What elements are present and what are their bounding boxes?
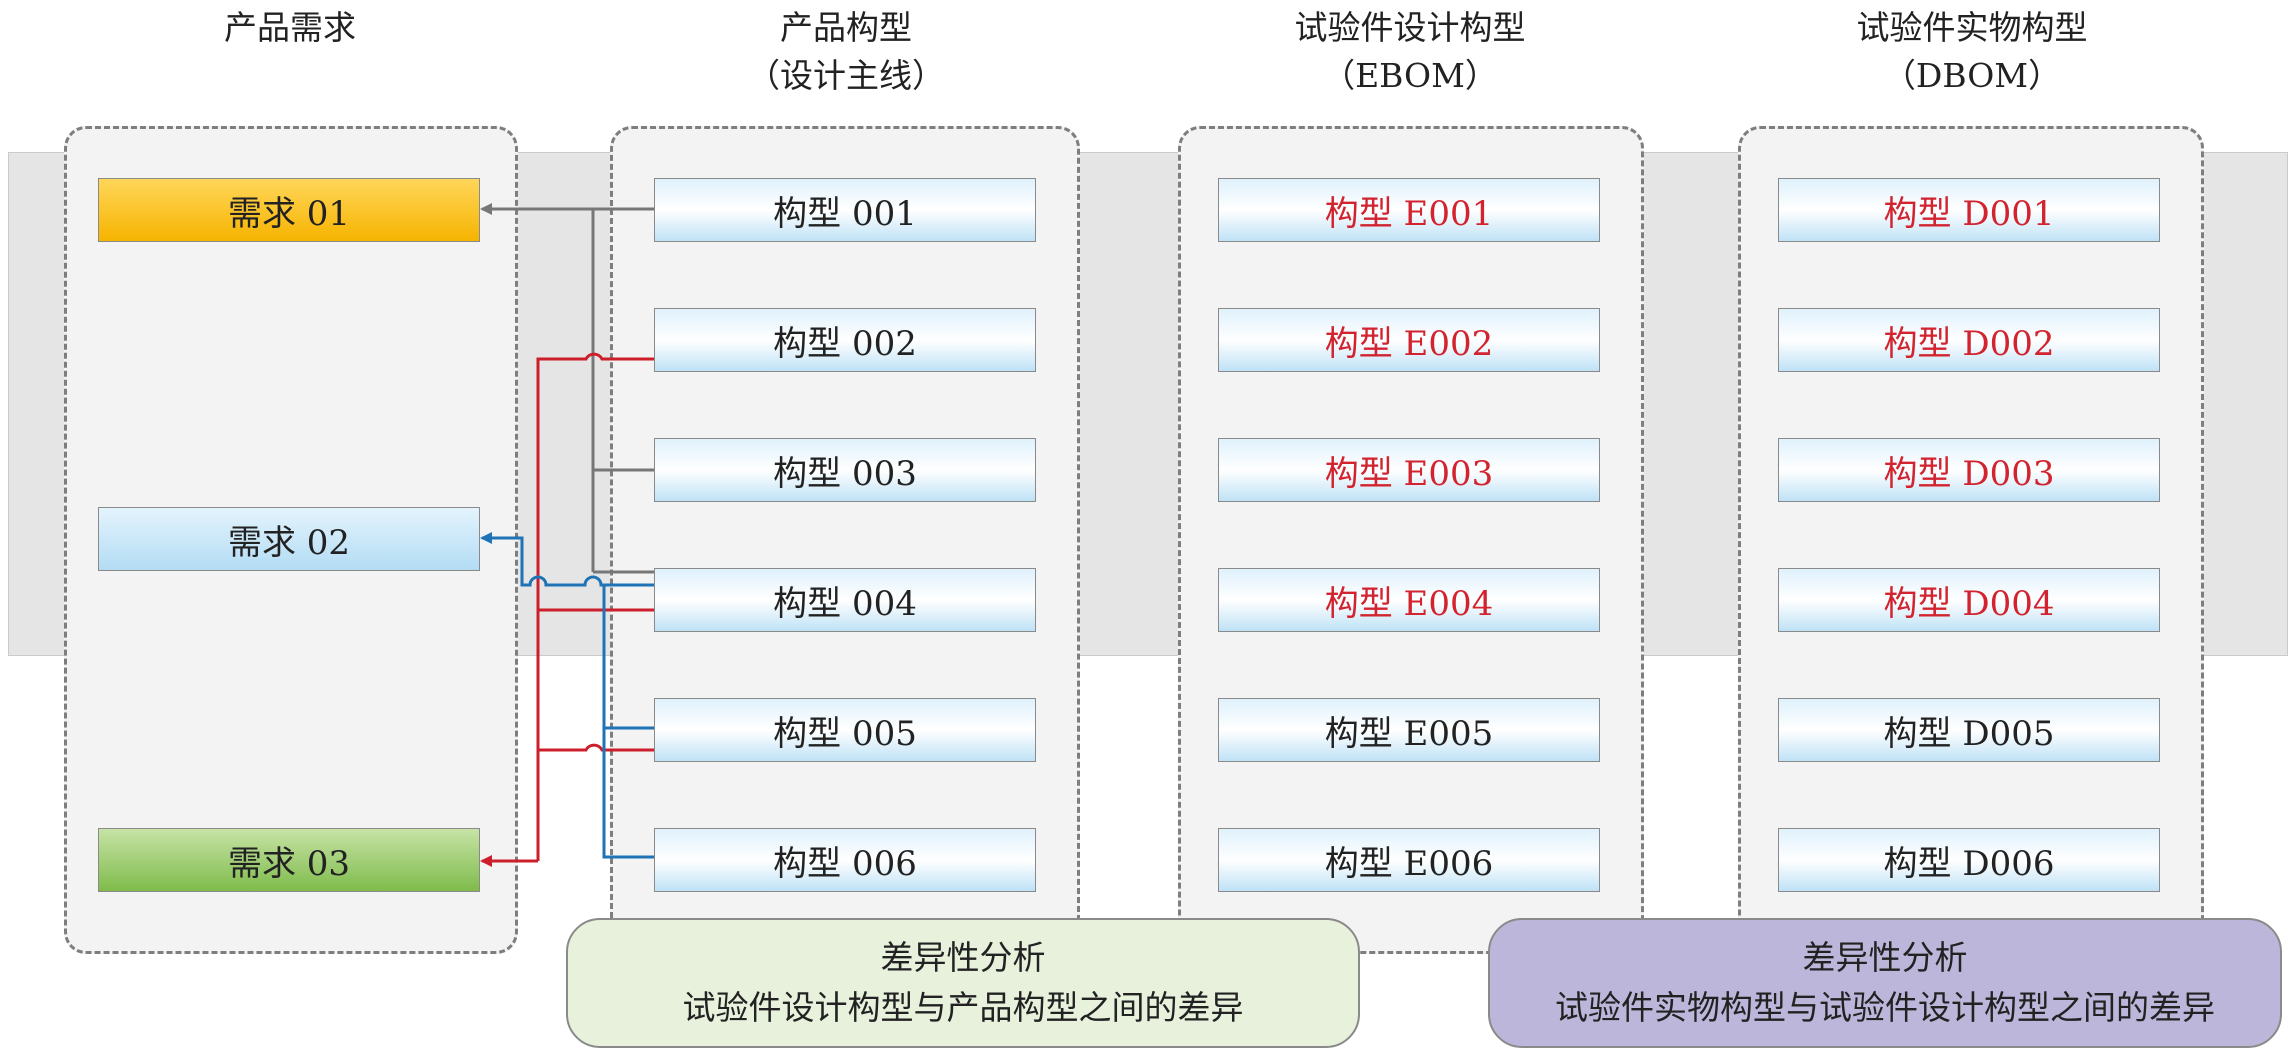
config-label: 构型 D003 (1883, 453, 2055, 494)
config-label: 构型 005 (773, 713, 917, 754)
requirement-box[interactable]: 需求 03 (98, 828, 480, 892)
config-label: 构型 D006 (1883, 843, 2055, 884)
config-label: 构型 E005 (1324, 713, 1494, 754)
ebom-config-box[interactable]: 构型 E005 (1218, 698, 1600, 762)
dbom-config-box[interactable]: 构型 D003 (1778, 438, 2160, 502)
diff-note-text: 试验件实物构型与试验件设计构型之间的差异 (1555, 988, 2215, 1027)
product-config-box[interactable]: 构型 006 (654, 828, 1036, 892)
dbom-config-box[interactable]: 构型 D006 (1778, 828, 2160, 892)
ebom-panel (1178, 126, 1644, 954)
diff-note-title: 差异性分析 (1802, 938, 1968, 977)
dbom-config-box[interactable]: 构型 D004 (1778, 568, 2160, 632)
product-config-box[interactable]: 构型 004 (654, 568, 1036, 632)
config-label: 构型 E006 (1324, 843, 1494, 884)
config-label: 构型 E001 (1324, 193, 1494, 234)
config-label: 构型 001 (773, 193, 917, 234)
diff-note-title: 差异性分析 (880, 938, 1046, 977)
product-config-box[interactable]: 构型 003 (654, 438, 1036, 502)
diff-analysis-note-design: 差异性分析 试验件设计构型与产品构型之间的差异 (566, 918, 1360, 1048)
ebom-config-box[interactable]: 构型 E004 (1218, 568, 1600, 632)
requirement-label: 需求 03 (227, 843, 351, 884)
config-label: 构型 D001 (1883, 193, 2055, 234)
column-title-requirements: 产品需求 (70, 4, 510, 52)
config-label: 构型 004 (773, 583, 917, 624)
requirement-box[interactable]: 需求 02 (98, 507, 480, 571)
requirement-box[interactable]: 需求 01 (98, 178, 480, 242)
column-title: 试验件实物构型 (1856, 8, 2088, 47)
dbom-panel (1738, 126, 2204, 954)
link-red (480, 352, 655, 867)
column-title: 产品需求 (224, 8, 356, 47)
config-label: 构型 D002 (1883, 323, 2055, 364)
link-blue (480, 532, 655, 859)
config-label: 构型 006 (773, 843, 917, 884)
column-title-dbom: 试验件实物构型 （DBOM） (1752, 4, 2192, 100)
product-config-box[interactable]: 构型 005 (654, 698, 1036, 762)
diff-note-text: 试验件设计构型与产品构型之间的差异 (682, 988, 1244, 1027)
ebom-config-box[interactable]: 构型 E002 (1218, 308, 1600, 372)
ebom-config-box[interactable]: 构型 E001 (1218, 178, 1600, 242)
column-subtitle: （EBOM） (1322, 56, 1498, 95)
requirement-label: 需求 02 (227, 522, 351, 563)
column-subtitle: （设计主线） (747, 56, 945, 95)
link-gray (480, 203, 655, 574)
column-title-product-config: 产品构型 （设计主线） (626, 4, 1066, 100)
config-label: 构型 D004 (1883, 583, 2055, 624)
config-label: 构型 002 (773, 323, 917, 364)
dbom-config-box[interactable]: 构型 D005 (1778, 698, 2160, 762)
ebom-config-box[interactable]: 构型 E006 (1218, 828, 1600, 892)
ebom-config-box[interactable]: 构型 E003 (1218, 438, 1600, 502)
column-title: 产品构型 (780, 8, 912, 47)
dbom-config-box[interactable]: 构型 D001 (1778, 178, 2160, 242)
config-label: 构型 E002 (1324, 323, 1494, 364)
config-label: 构型 E003 (1324, 453, 1494, 494)
product-config-box[interactable]: 构型 001 (654, 178, 1036, 242)
column-title-ebom: 试验件设计构型 （EBOM） (1190, 4, 1630, 100)
requirement-label: 需求 01 (227, 193, 351, 234)
column-title: 试验件设计构型 (1294, 8, 1526, 47)
config-label: 构型 D005 (1883, 713, 2055, 754)
config-label: 构型 E004 (1324, 583, 1494, 624)
config-label: 构型 003 (773, 453, 917, 494)
dbom-config-box[interactable]: 构型 D002 (1778, 308, 2160, 372)
column-subtitle: （DBOM） (1882, 56, 2062, 95)
diff-analysis-note-physical: 差异性分析 试验件实物构型与试验件设计构型之间的差异 (1488, 918, 2282, 1048)
product-config-box[interactable]: 构型 002 (654, 308, 1036, 372)
